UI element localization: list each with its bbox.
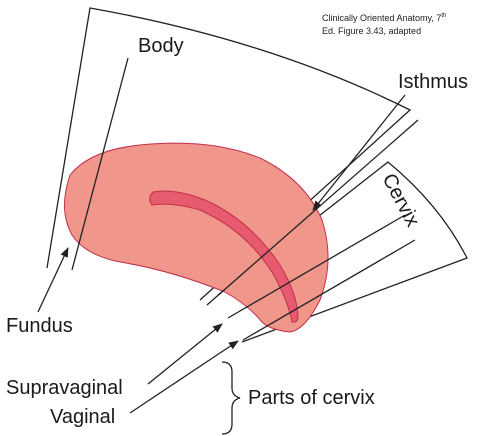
- citation-line-1: Clinically Oriented Anatomy, 7th: [322, 13, 446, 23]
- uterine-cavity: [149, 190, 299, 323]
- citation-line-1-text: Clinically Oriented Anatomy, 7: [322, 13, 441, 23]
- isthmus-pointer-line: [312, 94, 406, 211]
- label-isthmus: Isthmus: [398, 71, 468, 93]
- body-region-outline: [46, 7, 412, 301]
- citation-superscript: th: [441, 13, 446, 19]
- parts-of-cervix-brace: [221, 361, 241, 435]
- label-parts-of-cervix: Parts of cervix: [248, 387, 375, 409]
- fundus-arrow: [37, 247, 69, 313]
- label-cervix: Cervix: [378, 170, 424, 230]
- vaginal-divider-line: [242, 239, 416, 341]
- isthmus-divider-line: [206, 119, 419, 306]
- label-body: Body: [138, 35, 184, 57]
- uterus-shape: [64, 142, 329, 333]
- label-supravaginal: Supravaginal: [6, 377, 123, 399]
- vaginal-arrow: [129, 340, 239, 414]
- label-fundus: Fundus: [6, 315, 73, 337]
- citation-line-2: Ed. Figure 3.43, adapted: [322, 26, 421, 36]
- supravaginal-divider-line: [227, 214, 406, 319]
- body-pointer-line: [71, 57, 129, 271]
- label-vaginal: Vaginal: [50, 406, 115, 428]
- supravaginal-arrow: [147, 323, 223, 385]
- cervix-region-outline: [217, 161, 468, 343]
